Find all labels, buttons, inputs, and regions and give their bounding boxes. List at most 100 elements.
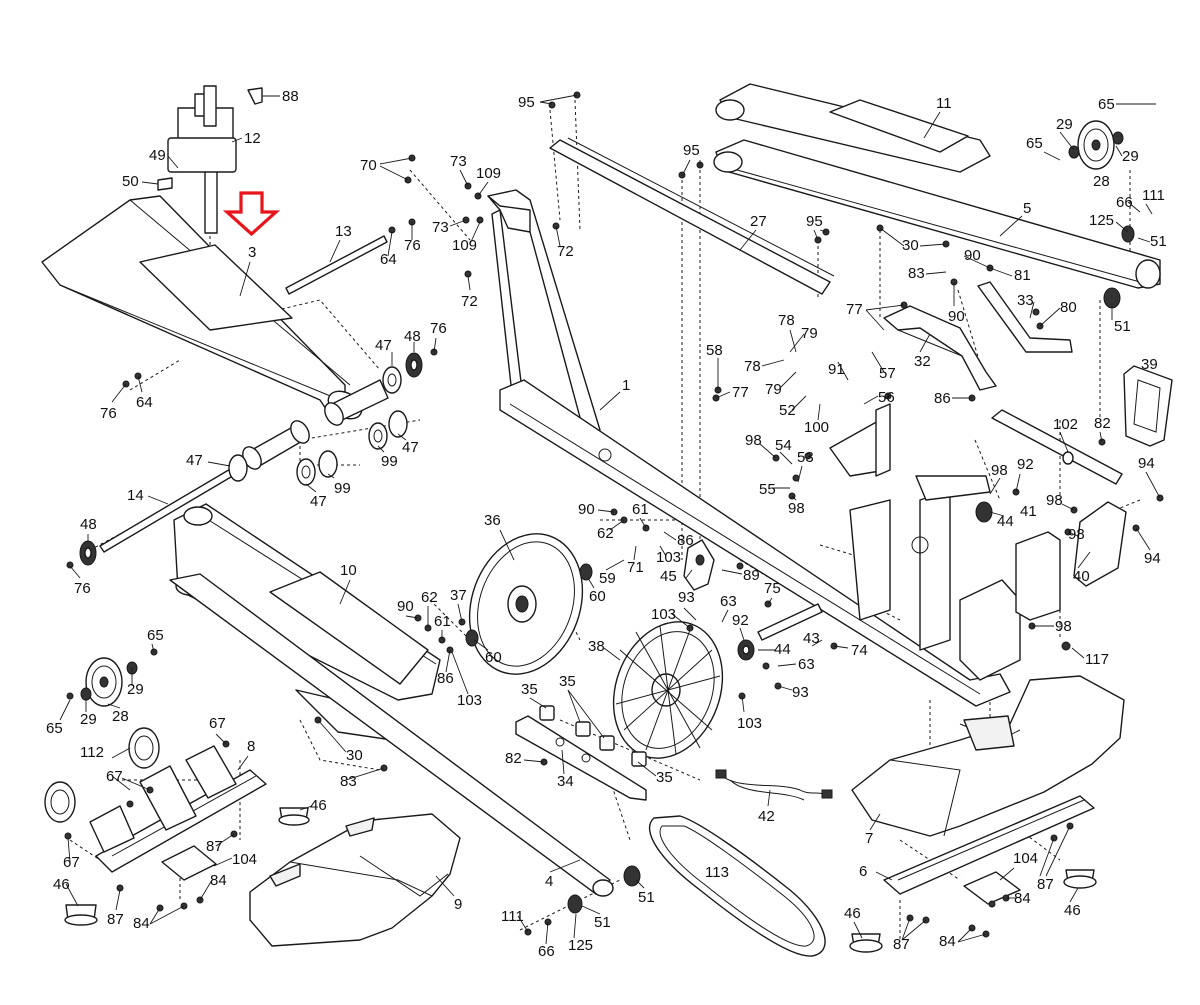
label-98: 98 [991,462,1008,479]
label-92: 92 [732,612,749,629]
label-84: 84 [210,872,227,889]
rail-4 [169,573,614,897]
label-51: 51 [594,914,611,931]
label-88: 88 [282,88,299,105]
label-7: 7 [865,830,873,847]
label-66: 66 [1116,194,1133,211]
label-32: 32 [914,353,931,370]
label-74: 74 [851,642,868,659]
label-35: 35 [521,681,538,698]
leader-lines [59,94,1161,945]
label-47: 47 [375,337,392,354]
label-79: 79 [801,325,818,342]
label-77: 77 [846,301,863,318]
label-90: 90 [397,598,414,615]
label-83: 83 [340,773,357,790]
label-64: 64 [136,394,153,411]
bracket-34 [515,705,647,801]
label-94: 94 [1138,455,1155,472]
label-109: 109 [452,237,477,254]
label-87: 87 [893,936,910,953]
label-42: 42 [758,808,775,825]
label-65: 65 [46,720,63,737]
label-78: 78 [744,358,761,375]
label-93: 93 [678,589,695,606]
label-70: 70 [360,157,377,174]
label-63: 63 [798,656,815,673]
label-34: 34 [557,773,574,790]
label-93: 93 [792,684,809,701]
label-40: 40 [1073,568,1090,585]
label-29: 29 [127,681,144,698]
label-90: 90 [948,308,965,325]
label-100: 100 [804,419,829,436]
wire-harness-42 [715,769,833,801]
label-72: 72 [557,243,574,260]
label-104: 104 [1013,850,1038,867]
pulley-36 [465,533,593,675]
label-84: 84 [1014,890,1031,907]
label-48: 48 [80,516,97,533]
label-103: 103 [651,606,676,623]
label-89: 89 [743,567,760,584]
flywheel-38 [612,621,724,759]
shroud-9 [249,813,461,947]
label-117: 117 [1085,651,1109,668]
label-44: 44 [774,641,791,658]
label-80: 80 [1060,299,1077,316]
label-48: 48 [404,328,421,345]
label-62: 62 [421,589,438,606]
main-frame-1 [487,189,1021,707]
label-84: 84 [939,933,956,950]
label-67: 67 [63,854,80,871]
label-11: 11 [936,95,952,112]
label-29: 29 [80,711,97,728]
label-95: 95 [806,213,823,230]
label-61: 61 [434,613,451,630]
label-86: 86 [934,390,951,407]
label-60: 60 [485,649,502,666]
label-82: 82 [505,750,522,767]
label-59: 59 [599,570,616,587]
label-91: 91 [828,361,845,378]
label-87: 87 [206,838,223,855]
shroud-7 [851,675,1125,837]
label-57: 57 [879,365,896,382]
idler-bracket-45 [683,539,715,591]
label-62: 62 [597,525,614,542]
label-49: 49 [149,147,166,164]
label-99: 99 [381,453,398,470]
label-41: 41 [1020,503,1037,520]
shroud-32 [883,305,997,391]
label-39: 39 [1141,356,1158,373]
label-99: 99 [334,480,351,497]
label-71: 71 [627,559,644,576]
label-35: 35 [559,673,576,690]
label-46: 46 [1064,902,1081,919]
bearings-47-48 [79,352,423,566]
pedal-arm-10 [173,503,441,741]
upper-arm-11 [715,83,991,173]
roller-tube-3 [242,379,389,470]
label-125: 125 [568,937,593,954]
label-54: 54 [775,437,792,454]
label-79: 79 [765,381,782,398]
label-45: 45 [660,568,677,585]
label-111: 111 [501,908,524,925]
label-95: 95 [518,94,535,111]
label-12: 12 [244,130,261,147]
label-51: 51 [1114,318,1131,335]
label-103: 103 [737,715,762,732]
label-30: 30 [346,747,363,764]
label-56: 56 [878,389,895,406]
label-98: 98 [1046,492,1063,509]
label-6: 6 [859,863,867,880]
label-43: 43 [803,630,820,647]
label-33: 33 [1017,292,1034,309]
handle-rail-27 [549,137,835,295]
part-labels: 88 12 49 50 3 13 64 76 70 73 109 73 109 … [46,88,1167,960]
label-65: 65 [1026,135,1043,152]
label-67: 67 [209,715,226,732]
label-36: 36 [484,512,501,529]
label-30: 30 [902,237,919,254]
